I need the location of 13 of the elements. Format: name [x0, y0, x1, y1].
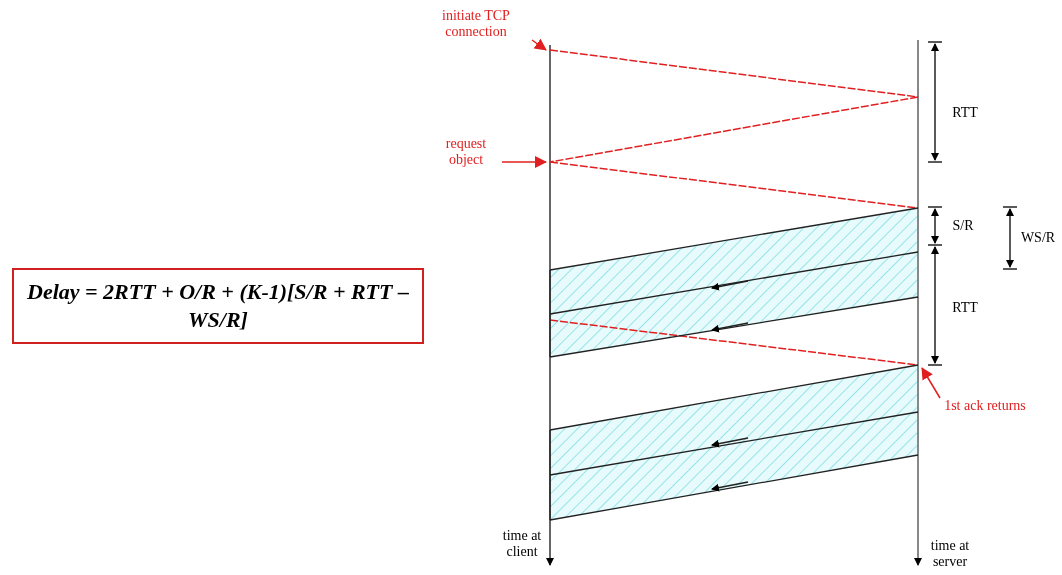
dimension-label: S/R	[951, 218, 975, 234]
leader-arrow	[921, 367, 941, 399]
formula-box: Delay = 2RTT + O/R + (K-1)[S/R + RTT – WS/R]	[12, 268, 424, 344]
axis-label: time at client	[501, 528, 543, 560]
dimension-label: WS/R	[1019, 230, 1057, 246]
leader-arrow	[501, 156, 547, 168]
annotation-text: request object	[430, 136, 502, 168]
leader-arrow	[531, 38, 547, 51]
dimension-label: RTT	[951, 105, 979, 121]
dimension-label: RTT	[951, 300, 979, 316]
annotation-text: initiate TCP connection	[420, 8, 532, 40]
axis-label: time at server	[929, 538, 971, 570]
annotation-text: 1st ack returns	[940, 398, 1030, 414]
